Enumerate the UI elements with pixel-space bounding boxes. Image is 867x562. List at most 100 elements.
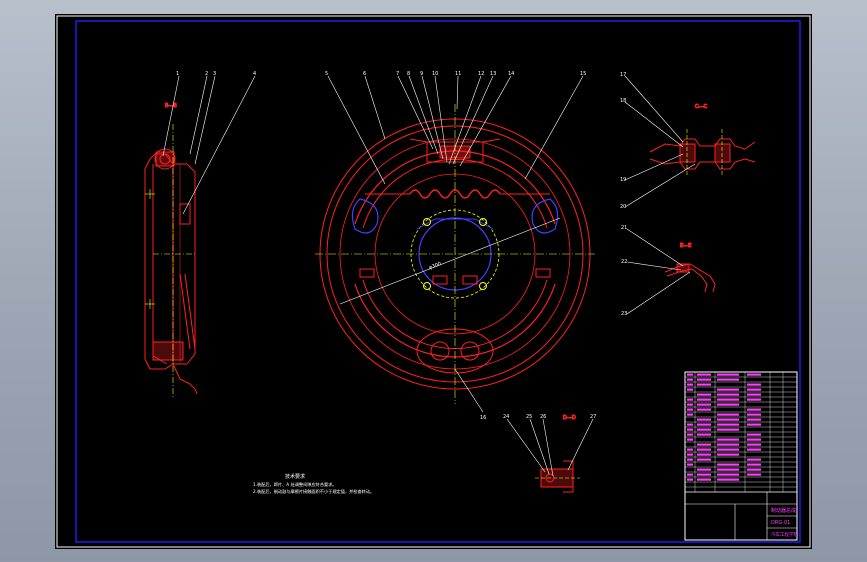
cad-drawing: B—B 1 2 3 4 — [56, 15, 811, 548]
balloon-15: 15 — [580, 71, 586, 77]
notes-line-2: 2.装配后，制动鼓与摩擦片接触面积不小于规定值，并检查转动。 — [253, 488, 374, 495]
parts-list-entry — [747, 398, 761, 401]
parts-list-entry — [687, 438, 693, 441]
parts-list-entry — [687, 448, 693, 451]
balloon-1: 1 — [176, 71, 179, 77]
balloon-5: 5 — [325, 71, 328, 77]
parts-list-entry — [747, 413, 761, 416]
parts-list-entry — [717, 403, 739, 406]
left-view-leaders — [162, 75, 256, 215]
balloon-9: 9 — [420, 71, 423, 77]
parts-list-entry — [697, 433, 711, 436]
parts-list-entry — [687, 453, 693, 456]
balloon-21: 21 — [621, 225, 627, 231]
parts-list-entry — [747, 473, 761, 476]
parts-list-entry — [747, 408, 761, 411]
parts-list-entry — [687, 403, 693, 406]
parts-list-entry — [717, 413, 739, 416]
parts-list-entry — [687, 383, 693, 386]
parts-list-entry — [697, 468, 711, 471]
title-block: 制动器总成 DRG-01 汽车工程学院 — [684, 371, 798, 541]
parts-list-entry — [747, 463, 761, 466]
parts-list-entry — [747, 443, 761, 446]
parts-list-entry — [697, 443, 711, 446]
balloon-27: 27 — [590, 414, 596, 420]
parts-list-entry — [717, 463, 739, 466]
parts-list-entry — [717, 473, 739, 476]
inner-frame — [75, 20, 801, 543]
parts-list-entry — [717, 468, 739, 471]
parts-list-entry — [717, 378, 739, 381]
title-org: 汽车工程学院 — [771, 531, 798, 538]
balloon-8: 8 — [407, 71, 410, 77]
parts-list-entry — [697, 458, 711, 461]
parts-list-entry — [687, 373, 693, 376]
parts-list-entry — [747, 393, 761, 396]
parts-list-entry — [697, 383, 711, 386]
parts-list-entry — [747, 448, 761, 451]
balloon-16: 16 — [480, 415, 486, 421]
parts-list-entry — [747, 433, 761, 436]
parts-list-entry — [717, 388, 739, 391]
bottom-view-label: D—D — [563, 415, 576, 421]
balloon-18: 18 — [620, 98, 626, 104]
parts-list-entry — [697, 478, 711, 481]
parts-list-entry — [697, 418, 711, 421]
parts-list-entry — [697, 408, 711, 411]
parts-list-entry — [747, 438, 761, 441]
parts-list-entry — [717, 453, 739, 456]
parts-list-entry — [687, 408, 693, 411]
parts-list-entry — [747, 468, 761, 471]
top-right-view-label: C—C — [695, 104, 707, 110]
mid-right-section-view: E—E — [664, 243, 716, 293]
parts-list-entry — [687, 463, 693, 466]
parts-list-entry — [687, 473, 693, 476]
balloon-14: 14 — [508, 71, 514, 77]
parts-list-entry — [697, 423, 711, 426]
parts-list-entry — [717, 398, 739, 401]
top-right-leaders — [624, 75, 696, 208]
parts-list-entry — [697, 403, 711, 406]
parts-list-entry — [697, 453, 711, 456]
balloon-13: 13 — [490, 71, 496, 77]
parts-list-entry — [747, 423, 761, 426]
notes-line-1: 1.装配后，蹄片、A 处调整间隙应符合要求。 — [253, 481, 337, 488]
parts-list-entry — [687, 398, 693, 401]
balloon-2: 2 — [205, 71, 208, 77]
parts-list-entry — [697, 373, 711, 376]
drawing-sheet: B—B 1 2 3 4 — [55, 14, 812, 549]
parts-list-entry — [717, 443, 739, 446]
mid-right-leaders — [626, 228, 691, 315]
parts-list-entry — [717, 393, 739, 396]
parts-list-entry — [687, 413, 693, 416]
parts-list-entry — [687, 388, 693, 391]
parts-list-entry — [747, 458, 761, 461]
balloon-26: 26 — [540, 414, 546, 420]
parts-list-entry — [697, 448, 711, 451]
parts-list-entry — [717, 373, 739, 376]
balloon-12: 12 — [478, 71, 484, 77]
title-part-name: 制动器总成 — [771, 507, 796, 514]
parts-list-entry — [687, 433, 693, 436]
balloon-10: 10 — [432, 71, 438, 77]
parts-list-entry — [697, 378, 711, 381]
bottom-view-leaders — [506, 418, 594, 477]
parts-list-entry — [717, 418, 739, 421]
title-drawing-no: DRG-01 — [771, 520, 790, 526]
parts-list-entry — [697, 398, 711, 401]
balloon-7: 7 — [396, 71, 399, 77]
left-section-view: B—B — [144, 103, 198, 399]
diameter-dimension: φ300 — [428, 261, 442, 271]
balloon-25: 25 — [526, 414, 532, 420]
parts-list-entry — [747, 388, 761, 391]
parts-list-entry — [717, 448, 739, 451]
parts-list-entry — [747, 383, 761, 386]
balloon-17: 17 — [620, 72, 626, 78]
balloon-19: 19 — [620, 177, 626, 183]
parts-list-entry — [717, 438, 739, 441]
parts-list-entry — [717, 423, 739, 426]
balloon-3: 3 — [213, 71, 216, 77]
outer-border — [56, 15, 811, 548]
mid-right-view-label: E—E — [680, 243, 691, 249]
parts-list-entry — [687, 478, 693, 481]
